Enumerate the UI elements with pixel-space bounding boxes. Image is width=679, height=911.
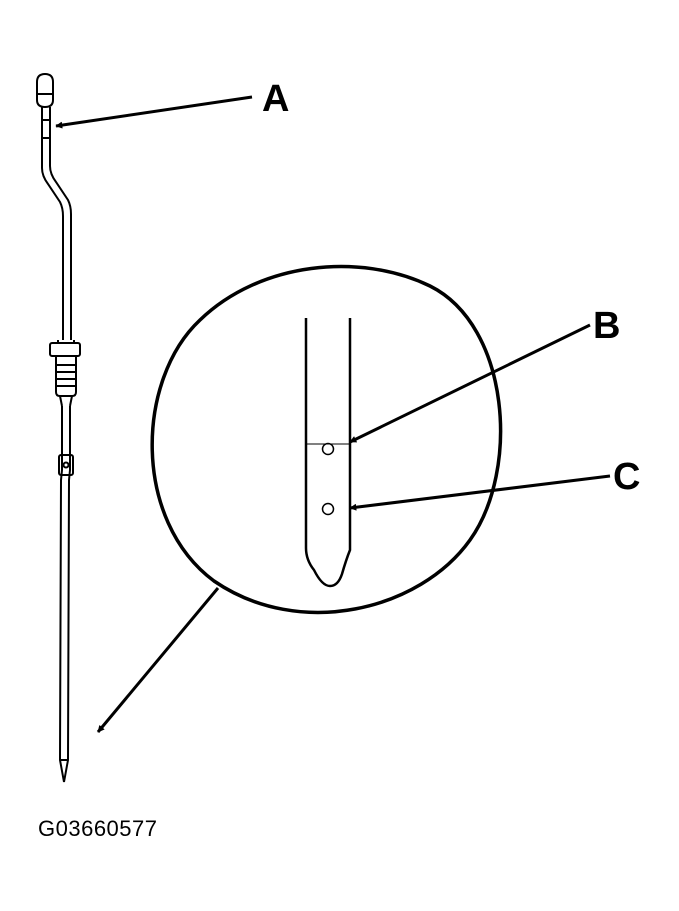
detail-view [150, 264, 503, 615]
dipstick [36, 72, 81, 783]
dipstick-grommet [55, 356, 77, 397]
dipstick-blade [58, 406, 71, 783]
dipstick-handle-cap [36, 72, 54, 109]
callout-label-a: A [262, 78, 290, 120]
callout-a-arrow [55, 95, 253, 129]
detail-circle [150, 264, 503, 615]
figure-id: G03660577 [38, 816, 158, 841]
callout-label-b: B [593, 305, 621, 347]
callout-b-arrow [349, 323, 591, 444]
callout-label-c: C [613, 456, 641, 498]
dipstick-blade-clip [58, 454, 74, 476]
detail-pointer-arrow [96, 587, 220, 733]
dipstick-upper-wire [41, 107, 64, 340]
callout-c-arrow [349, 474, 611, 511]
dipstick-tip-detail [304, 318, 352, 588]
dipstick-seal-collar [49, 342, 81, 357]
lower-level-hole [321, 502, 335, 516]
upper-level-hole [321, 442, 335, 456]
